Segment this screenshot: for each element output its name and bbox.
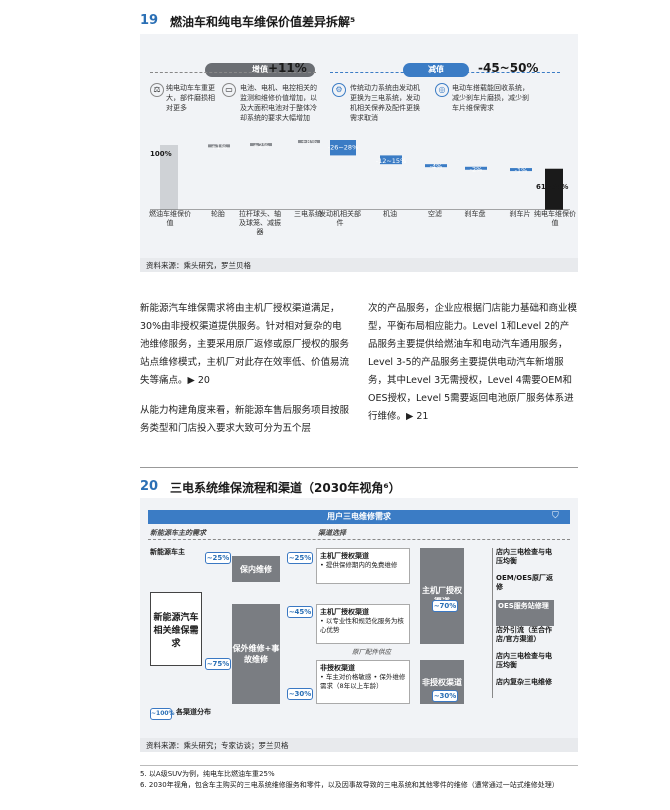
note-battery: 电池、电机、电控相关的监测和维修价值增加，以及大面积电池对于整体冷却系统的要求大… xyxy=(240,84,317,122)
battery-icon: ▭ xyxy=(222,83,236,97)
figure-20-title: 三电系统维保流程和渠道（2030年视角⁶） xyxy=(170,481,401,495)
bar-3 xyxy=(298,140,320,144)
footnote-6: 6. 2030年视角，包含车主购买的三电系统维修服务和零件，以及因事故导致的三电… xyxy=(140,781,559,789)
bar-0 xyxy=(160,145,178,210)
pct-outwarranty: ~75% xyxy=(205,658,231,670)
brake-icon: ◎ xyxy=(435,83,449,97)
bar-label-4: -26~28% xyxy=(328,144,359,152)
body-left-1: 新能源汽车维保需求将由主机厂授权渠道满足，30%由非授权渠道提供服务。针对相对复… xyxy=(140,303,350,386)
x-label-0: 燃油车维保价值 xyxy=(149,210,191,227)
result-2: OEM/OES原厂返修 xyxy=(496,574,554,591)
figure-19-title: 燃油车和纯电车维保价值差异拆解⁵ xyxy=(170,15,356,29)
decrease-pill: 减值 xyxy=(403,63,469,77)
non-sub: • 车主对价格敏感 • 保外维修需求（8年以上车龄） xyxy=(320,673,406,690)
body-left-2: 从能力构建角度来看，新能源车售后服务项目按服务类型和门店投入要求大致可分为五个层 xyxy=(140,405,350,434)
divider xyxy=(140,467,578,468)
result-5: 店内三电检查与电压均衡 xyxy=(496,652,552,669)
non-box: 非授权渠道 • 车主对价格敏感 • 保外维修需求（8年以上车龄） xyxy=(316,660,410,704)
result-3: OES服务站修理 xyxy=(496,600,554,626)
source-bar-20 xyxy=(140,738,578,752)
bar-4 xyxy=(330,140,356,156)
bar-label-5: -12~15% xyxy=(376,157,407,165)
bar-label-3: +8% xyxy=(301,140,317,145)
source-bar-19 xyxy=(140,258,578,272)
bar-label-2: +2% xyxy=(253,142,269,150)
pct-warranty: ~25% xyxy=(205,552,231,564)
x-label-2: 拉杆球头、轴及球笼、减振器 xyxy=(239,210,281,236)
shield-icon: ⛉ xyxy=(552,511,559,521)
x-label-5: 机油 xyxy=(383,210,397,218)
oem-channel: 主机厂授权渠道 xyxy=(420,548,464,644)
bar-9 xyxy=(545,168,563,210)
note-brake: 电动车搭载能回收系统，减少刹车片磨损，减少刹车片维保需求 xyxy=(452,84,529,112)
result-4: 店外引流（至合作店/官方渠道） xyxy=(496,626,552,643)
end-label: 61~66% xyxy=(536,183,569,191)
note-engine: 传统动力系统由发动机更换为三电系统，发动机相关保养及配件更换需求取消 xyxy=(350,84,420,122)
source-19: 资料来源：乘头研究，罗兰贝格 xyxy=(146,261,251,270)
section-line xyxy=(148,539,570,540)
banner: 用户三电维修需求 xyxy=(148,510,570,524)
results-list: 店内三电检查与电压均衡 OEM/OES原厂返修 OES服务站修理 店外引流（至合… xyxy=(492,548,554,698)
bar-7 xyxy=(465,166,487,170)
increase-pill: 增值 xyxy=(205,63,315,77)
pct-oem-ch: ~70% xyxy=(432,600,458,612)
section-left: 新能源车主的需求 xyxy=(150,529,206,537)
bar-6 xyxy=(425,164,447,168)
x-label-7: 刹车盘 xyxy=(464,210,486,218)
section-right: 渠道选择 xyxy=(318,529,346,537)
outwarranty-box: 保外维修+事故维修 xyxy=(232,604,280,704)
bar-1 xyxy=(208,144,230,148)
weight-icon: ⚖ xyxy=(150,83,164,97)
need-box: 新能源汽车相关维保需求 xyxy=(150,592,202,666)
bar-2 xyxy=(250,143,272,147)
oem2-sub: • 以专业性和规范化服务为核心优势 xyxy=(320,617,404,634)
figure-19-number: 19 xyxy=(140,13,159,28)
x-label-4: 发动机相关部件 xyxy=(319,210,361,227)
engine-icon: ⚙ xyxy=(332,83,346,97)
result-1: 店内三电检查与电压均衡 xyxy=(496,548,552,565)
legend-pill: ~100% xyxy=(150,708,175,720)
bar-label-6: -4% xyxy=(430,163,443,171)
x-label-8: 刹车片 xyxy=(509,210,531,218)
bar-5 xyxy=(380,155,402,165)
oem1-title: 主机厂授权渠道 xyxy=(320,552,369,560)
oem1-sub: • 提供保修期内的免费维修 xyxy=(320,561,398,569)
pct-oem2: ~45% xyxy=(287,606,313,618)
x-label-6: 空滤 xyxy=(428,210,442,218)
warranty-box: 保内维修 xyxy=(232,556,280,582)
bar-label-8: -1% xyxy=(515,167,528,175)
pct-non: ~30% xyxy=(287,688,313,700)
owner-label: 新能源车主 xyxy=(150,548,185,556)
decrease-value: -45~50% xyxy=(478,61,539,75)
bar-label-7: -2% xyxy=(470,165,483,173)
footnote-line xyxy=(140,765,578,766)
figure-20-number: 20 xyxy=(140,479,159,494)
x-label-9: 纯电车维保价值 xyxy=(534,210,576,227)
note-weight: 纯电动车车重更大，部件磨损相对更多 xyxy=(166,84,215,112)
increase-line xyxy=(150,72,316,73)
start-label: 100% xyxy=(150,150,172,158)
x-label-1: 轮胎 xyxy=(211,210,225,218)
result-6: 店内复杂三电维修 xyxy=(496,678,552,686)
decrease-line xyxy=(330,72,560,73)
parts-label: 原厂配件供应 xyxy=(352,648,391,656)
oem2-box: 主机厂授权渠道 • 以专业性和规范化服务为核心优势 xyxy=(316,604,410,644)
source-20: 资料来源：乘头研究；专家访谈；罗兰贝格 xyxy=(146,741,289,750)
oem2-title: 主机厂授权渠道 xyxy=(320,608,369,616)
bar-8 xyxy=(510,168,532,172)
non-title: 非授权渠道 xyxy=(320,664,355,672)
legend-text: 各渠道分布 xyxy=(176,708,211,716)
bar-label-1: +1% xyxy=(211,143,227,151)
body-right: 次的产品服务，企业应根据门店能力基础和商业模型，平衡布局相应能力。Level 1… xyxy=(368,303,578,422)
increase-value: +11% xyxy=(268,61,307,75)
pct-oem1: ~25% xyxy=(287,552,313,564)
footnote-5: 5. 以A级SUV为例，纯电车比燃油车重25% xyxy=(140,770,275,778)
waterfall-chart: +1% +2% +8% -26~28% -12~15% -4% -2% -1% xyxy=(150,140,570,210)
pct-non-ch: ~30% xyxy=(432,690,458,702)
oem1-box: 主机厂授权渠道 • 提供保修期内的免费维修 xyxy=(316,548,410,584)
x-label-3: 三电系统 xyxy=(294,210,322,218)
